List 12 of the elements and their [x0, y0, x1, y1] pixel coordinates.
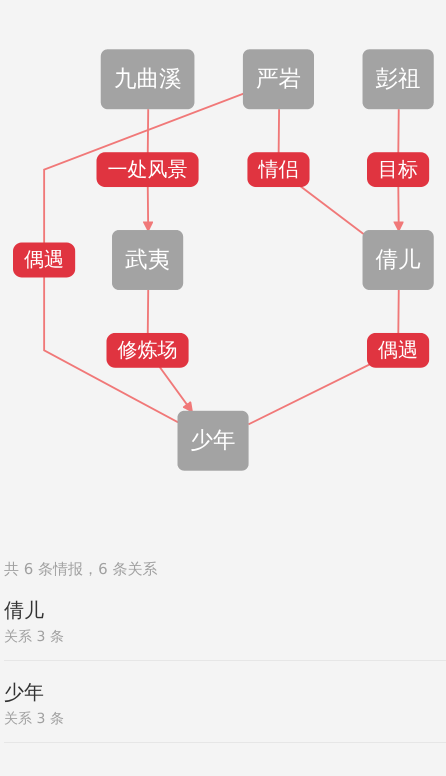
list-item-title: 少年 — [4, 679, 44, 706]
edge-label: 一处风景 — [108, 157, 188, 181]
connector — [43, 92, 245, 424]
edge-label: 情侣 — [258, 157, 298, 181]
list-item-title: 倩儿 — [4, 597, 44, 624]
list-item-subtitle: 关系 3 条 — [4, 710, 64, 728]
edge-label: 修炼场 — [118, 338, 178, 362]
edge-label: 偶遇 — [378, 338, 418, 362]
edge-label: 目标 — [378, 157, 418, 181]
summary-text: 共 6 条情报，6 条关系 — [4, 560, 158, 579]
edge-label: 偶遇 — [24, 248, 64, 272]
list-item-subtitle: 关系 3 条 — [4, 628, 64, 646]
